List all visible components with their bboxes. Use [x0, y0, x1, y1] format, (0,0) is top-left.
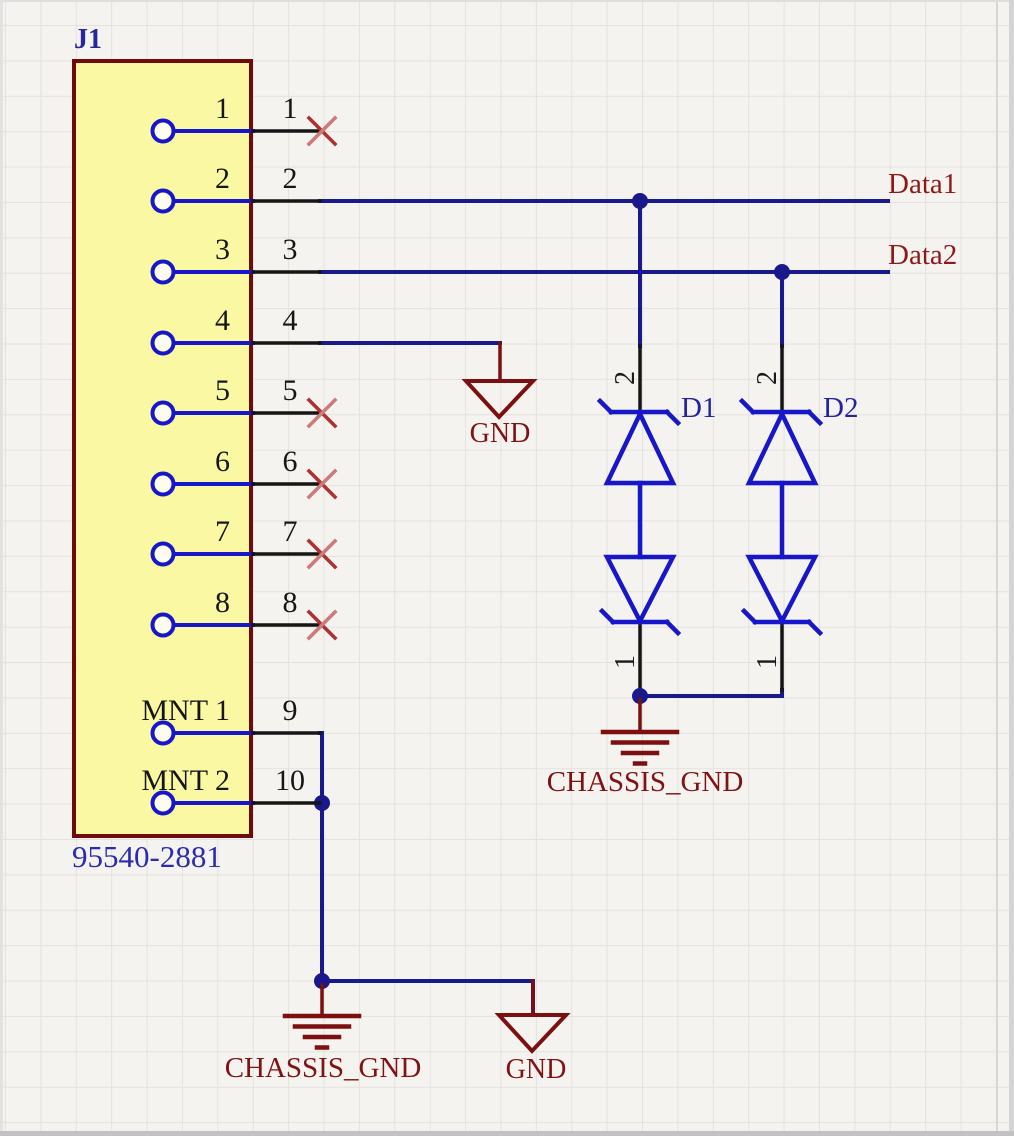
tvs-diode-d1[interactable]: 21 — [596, 371, 682, 669]
pin-name-label: 5 — [215, 374, 230, 407]
pin-circle-icon — [150, 720, 176, 746]
connector-pin-1[interactable] — [150, 115, 338, 147]
pin-circle-icon — [150, 400, 176, 426]
power-port-gnd-symbol[interactable] — [461, 341, 538, 420]
pin-circle-icon — [150, 118, 176, 144]
diode-d1-designator-label[interactable]: D1 — [681, 392, 717, 424]
pin-number-label: 9 — [282, 694, 298, 727]
wire-junction-dot — [632, 688, 648, 704]
pin-circle-icon — [150, 188, 176, 214]
pin-circle-icon — [150, 541, 176, 567]
sheet-border-line — [996, 0, 998, 1136]
pin-number-label: 10 — [275, 764, 305, 797]
pin-name-label: 7 — [215, 515, 230, 548]
connector-pin-4[interactable] — [150, 330, 322, 356]
connector-designator-label[interactable]: J1 — [74, 24, 102, 55]
gnd-triangle-icon — [461, 379, 538, 420]
power-port-gnd-symbol[interactable] — [494, 979, 571, 1054]
power-port-gnd-label[interactable]: GND — [469, 418, 531, 449]
power-port-chassis-gnd-label[interactable]: CHASSIS_GND — [224, 1052, 422, 1084]
connector-pin-7[interactable] — [150, 538, 338, 570]
connector-pin-10[interactable] — [150, 790, 322, 816]
connector-comment-label[interactable]: 95540-2881 — [72, 839, 222, 874]
pin-name-label: MNT 1 — [141, 694, 230, 727]
connector-pin-8[interactable] — [150, 609, 338, 641]
connector-pin-2[interactable] — [150, 188, 322, 214]
connector-pin-5[interactable] — [150, 397, 338, 429]
pin-name-label: 6 — [215, 445, 230, 478]
power-port-chassis-gnd-symbol[interactable] — [282, 983, 362, 1050]
no-connect-cross-icon[interactable] — [306, 609, 338, 641]
gnd-triangle-icon — [494, 1013, 571, 1054]
pin-number-label: 6 — [282, 445, 298, 478]
screenshot-edge — [0, 0, 3, 1136]
screenshot-edge — [1009, 0, 1014, 1136]
pin-circle-icon — [150, 612, 176, 638]
diode-triangle-up — [745, 408, 819, 486]
net-label-data2[interactable]: Data2 — [888, 239, 958, 271]
diode-pin-number-bottom: 1 — [610, 655, 641, 669]
zener-bar-bottom — [740, 607, 824, 637]
pin-name-label: 4 — [215, 304, 230, 337]
diode-pin-number-top: 2 — [752, 371, 783, 385]
pin-number-label: 2 — [282, 162, 298, 195]
pin-name-label: 3 — [215, 233, 230, 266]
pin-number-label: 1 — [282, 92, 298, 125]
wire-junction-dot — [314, 973, 330, 989]
diode-triangle-down — [603, 554, 677, 626]
pin-number-label: 5 — [282, 374, 298, 407]
wire-junction-dot — [774, 264, 790, 280]
screenshot-edge — [0, 1131, 1014, 1136]
wire-d2-bottom[interactable] — [638, 688, 784, 698]
diode-pin-number-top: 2 — [610, 371, 641, 385]
wire-junction-dot — [632, 193, 648, 209]
pin-name-label: 8 — [215, 586, 230, 619]
pin-circle-icon — [150, 259, 176, 285]
pin-number-label: 4 — [282, 304, 298, 337]
pin-circle-icon — [150, 330, 176, 356]
wire-mnt[interactable] — [318, 731, 324, 983]
pin-circle-icon — [150, 471, 176, 497]
no-connect-cross-icon[interactable] — [306, 468, 338, 500]
pin-name-label: 1 — [215, 92, 230, 125]
power-port-chassis-gnd-label[interactable]: CHASSIS_GND — [546, 766, 744, 798]
wire-chassis-gnd[interactable] — [320, 979, 535, 1016]
power-port-chassis-gnd-symbol[interactable] — [600, 698, 680, 766]
no-connect-cross-icon[interactable] — [306, 115, 338, 147]
connector-pin-3[interactable] — [150, 259, 322, 285]
connector-pin-9[interactable] — [150, 720, 322, 746]
zener-bar-bottom — [598, 607, 682, 637]
pin-number-label: 3 — [282, 233, 298, 266]
net-label-data1[interactable]: Data1 — [888, 168, 958, 200]
pin-name-label: MNT 2 — [141, 764, 230, 797]
diode-triangle-up — [603, 408, 677, 486]
pin-circle-icon — [150, 790, 176, 816]
connector-j1-body[interactable] — [72, 59, 253, 838]
pin-number-label: 8 — [282, 586, 298, 619]
screenshot-edge — [0, 0, 1014, 2]
diode-pin-number-bottom: 1 — [752, 655, 783, 669]
no-connect-cross-icon[interactable] — [306, 538, 338, 570]
pin-number-label: 7 — [282, 515, 298, 548]
power-port-gnd-label[interactable]: GND — [505, 1054, 567, 1085]
wire-junction-dot — [314, 795, 330, 811]
tvs-diode-d2[interactable]: 21 — [738, 371, 824, 669]
diode-triangle-down — [745, 554, 819, 626]
connector-pin-6[interactable] — [150, 468, 338, 500]
diode-d2-designator-label[interactable]: D2 — [823, 392, 859, 424]
pin-name-label: 2 — [215, 162, 230, 195]
no-connect-cross-icon[interactable] — [306, 397, 338, 429]
